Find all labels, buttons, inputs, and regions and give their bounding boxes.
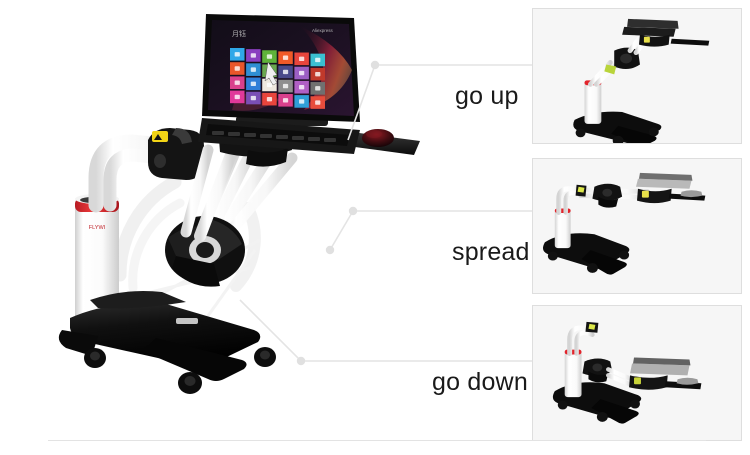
brand-mark: FLYWI (89, 225, 106, 231)
keyboard-keys (212, 131, 336, 142)
thumb-spread-art (542, 172, 706, 275)
metro-tile-glyph-icon (266, 82, 273, 88)
metro-tile-glyph-icon (234, 80, 240, 85)
metro-tile-glyph-icon (282, 69, 289, 75)
metro-tile-glyph-icon (234, 66, 240, 71)
bottom-divider (48, 440, 706, 441)
motion-arc-group (113, 175, 261, 321)
thumbnail-panel-spread[interactable] (532, 158, 742, 294)
thumbnail-panel-go-down[interactable] (532, 305, 742, 441)
thumb-go-up-art (573, 18, 710, 143)
cursor-icon (264, 61, 278, 86)
metro-tile-glyph-icon (250, 53, 256, 58)
upper-arm-tubes (180, 144, 238, 242)
hero-product-illustration: FLYWI (58, 14, 420, 394)
metro-tile-glyph-icon (315, 100, 321, 105)
metro-tile-glyph-icon (282, 55, 289, 60)
screen-watermark: 月钰 (232, 29, 246, 38)
base-label (176, 318, 198, 324)
step-label-go-down: go down (432, 368, 528, 396)
upper-clamp (148, 128, 204, 180)
metro-tile-glyph-icon (250, 95, 256, 101)
metro-tile-glyph-icon (266, 54, 273, 59)
metro-tile-glyph-icon (282, 98, 289, 103)
step-label-spread: spread (452, 238, 530, 266)
laptop: 月钰 Aliexpress (198, 14, 360, 154)
rear-curved-tube (88, 134, 180, 213)
metro-tile-glyph-icon (315, 71, 321, 77)
wallpaper-aurora (300, 26, 352, 110)
corner-watermark: Aliexpress (312, 28, 334, 33)
metro-tile-glyph-icon (282, 83, 289, 89)
metro-tile-glyph-icon (266, 96, 273, 102)
metro-tile-grid (230, 48, 325, 109)
metro-tile-glyph-icon (315, 86, 321, 91)
metro-tile-glyph-icon (234, 52, 240, 57)
metro-tile-glyph-icon (299, 85, 305, 90)
metro-tile-glyph-icon (250, 67, 256, 72)
metro-tile-glyph-icon (299, 99, 305, 104)
metro-tile-glyph-icon (250, 81, 256, 87)
metro-tile-glyph-icon (315, 57, 321, 63)
stand-base (58, 291, 276, 394)
thumbnail-panel-go-up[interactable] (532, 8, 742, 144)
metro-tile-glyph-icon (234, 94, 240, 100)
warning-sticker-icon (152, 131, 168, 142)
metro-tile-glyph-icon (299, 56, 305, 62)
step-label-go-up: go up (455, 82, 519, 110)
hero-svg: FLYWI (58, 14, 420, 394)
thumb-go-down-art (552, 321, 702, 424)
metro-tile-glyph-icon (299, 70, 305, 76)
